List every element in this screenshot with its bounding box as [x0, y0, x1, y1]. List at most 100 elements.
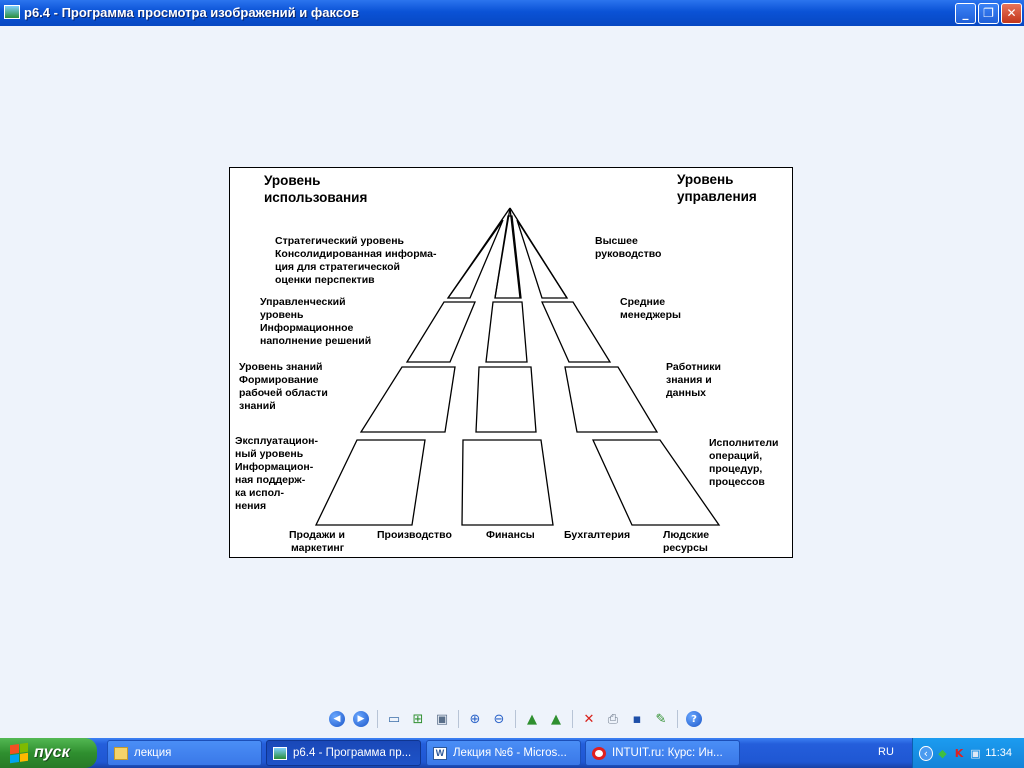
system-tray: ‹ ◆ K ▣ 11:34	[912, 738, 1024, 768]
level-text: Информацион-	[235, 461, 314, 473]
taskbar-item-opera[interactable]: INTUIT.ru: Курс: Ин...	[585, 740, 740, 766]
best-fit-icon[interactable]: ▭	[387, 711, 401, 727]
print-icon[interactable]: ⎙	[607, 711, 619, 727]
clock: 11:34	[985, 747, 1012, 759]
role-text: операций,	[709, 450, 762, 462]
level-label-management: Управленческий уровень Информационное на…	[260, 296, 371, 347]
role-text: данных	[666, 387, 706, 399]
edit-icon[interactable]: ✎	[655, 711, 667, 727]
function-production: Производство	[377, 529, 452, 541]
level-text: Стратегический уровень	[275, 235, 405, 247]
image-viewer-icon	[273, 746, 287, 760]
level-text: Консолидированная информа-	[275, 248, 437, 260]
task-label: Лекция №6 - Micros...	[453, 747, 567, 759]
close-button[interactable]: ✕	[1001, 3, 1022, 24]
level-text: нения	[235, 500, 266, 512]
level-text: ция для стратегической	[275, 261, 400, 273]
folder-icon	[114, 746, 128, 760]
windows-logo-icon	[10, 742, 28, 764]
role-label-operators: Исполнители операций, процедур, процессо…	[709, 437, 778, 488]
start-label: пуск	[34, 744, 70, 761]
maximize-button[interactable]: ❐	[978, 3, 999, 24]
level-label-knowledge: Уровень знаний Формирование рабочей обла…	[239, 361, 328, 412]
network-icon[interactable]: ◆	[938, 746, 947, 760]
role-text: Исполнители	[709, 437, 778, 449]
start-button[interactable]: пуск	[0, 738, 97, 768]
level-text: Управленческий	[260, 296, 346, 308]
level-text: оценки перспектив	[275, 274, 375, 286]
taskbar-item-folder[interactable]: лекция	[107, 740, 262, 766]
level-text: уровень	[260, 309, 304, 321]
role-text: Работники	[666, 361, 721, 373]
pyramid-lines	[314, 207, 721, 526]
image-viewer-icon	[4, 5, 20, 19]
minimize-button[interactable]: _	[955, 3, 976, 24]
next-image-icon[interactable]: ▶	[353, 711, 369, 727]
language-indicator[interactable]: RU	[878, 746, 894, 758]
toolbar-separator	[377, 710, 378, 728]
level-text: наполнение решений	[260, 335, 371, 347]
help-icon[interactable]: ?	[686, 711, 702, 727]
function-accounting: Бухгалтерия	[564, 529, 630, 541]
left-heading: Уровень использования	[264, 173, 367, 205]
opera-icon	[592, 746, 606, 760]
role-text: руководство	[595, 248, 661, 260]
pyramid-diagram: Уровень использования Уровень управления…	[235, 172, 778, 554]
left-heading-line: использования	[264, 190, 367, 205]
role-label-top-management: Высшее руководство	[595, 235, 661, 260]
level-text: Информационное	[260, 322, 354, 334]
taskbar-item-image-viewer[interactable]: р6.4 - Программа пр...	[266, 740, 421, 766]
level-text: Эксплуатацион-	[235, 435, 318, 447]
antivirus-icon[interactable]: K	[954, 746, 964, 760]
word-icon: W	[433, 746, 447, 760]
task-label: INTUIT.ru: Курс: Ин...	[612, 747, 723, 759]
delete-icon[interactable]: ✕	[583, 711, 595, 727]
left-heading-line: Уровень	[264, 173, 320, 188]
function-sales-marketing: Продажи и	[289, 529, 345, 541]
level-text: Формирование	[239, 374, 319, 386]
right-heading-line: управления	[677, 189, 757, 204]
zoom-in-icon[interactable]: ⊕	[469, 711, 481, 727]
level-text: ная поддерж-	[235, 474, 306, 486]
prev-image-icon[interactable]: ◀	[329, 711, 345, 727]
toolbar-separator	[515, 710, 516, 728]
toolbar-separator	[458, 710, 459, 728]
role-text: Средние	[620, 296, 665, 308]
taskbar: пуск лекция р6.4 - Программа пр... W Лек…	[0, 738, 1024, 768]
display-icon[interactable]: ▣	[970, 746, 981, 760]
role-text: процессов	[709, 476, 765, 488]
function-finance: Финансы	[486, 529, 535, 541]
save-icon[interactable]: ▪	[632, 711, 642, 727]
role-label-knowledge-workers: Работники знания и данных	[666, 361, 721, 399]
level-text: ный уровень	[235, 448, 304, 460]
zoom-out-icon[interactable]: ⊖	[493, 711, 505, 727]
viewer-toolbar: ◀ ▶ ▭ ⊞ ▣ ⊕ ⊖ ▲ ▲ ✕ ⎙ ▪ ✎ ?	[325, 706, 706, 732]
role-label-middle-managers: Средние менеджеры	[620, 296, 681, 321]
level-text: Уровень знаний	[239, 361, 322, 373]
right-heading: Уровень управления	[677, 172, 757, 204]
level-text: знаний	[239, 400, 276, 412]
role-text: Высшее	[595, 235, 638, 247]
rotate-clockwise-icon[interactable]: ▲	[527, 711, 537, 727]
toolbar-separator	[572, 710, 573, 728]
function-labels: Продажи и маркетинг Производство Финансы…	[289, 529, 709, 554]
function-sales-marketing: маркетинг	[291, 542, 345, 554]
function-human-resources: Людские	[663, 529, 709, 541]
role-text: процедур,	[709, 463, 762, 475]
window-title-bar[interactable]: р6.4 - Программа просмотра изображений и…	[0, 0, 1024, 26]
level-label-operational: Эксплуатацион- ный уровень Информацион- …	[235, 435, 318, 512]
right-heading-line: Уровень	[677, 172, 733, 187]
window-title: р6.4 - Программа просмотра изображений и…	[24, 5, 359, 20]
function-human-resources: ресурсы	[663, 542, 708, 554]
show-hidden-icons-icon[interactable]: ‹	[919, 745, 933, 761]
rotate-counterclockwise-icon[interactable]: ▲	[551, 711, 561, 727]
level-text: ка испол-	[235, 487, 284, 499]
level-label-strategic: Стратегический уровень Консолидированная…	[275, 235, 437, 286]
level-text: рабочей области	[239, 387, 328, 399]
role-text: менеджеры	[620, 309, 681, 321]
task-label: р6.4 - Программа пр...	[293, 747, 412, 759]
slideshow-icon[interactable]: ▣	[435, 711, 449, 727]
taskbar-item-word[interactable]: W Лекция №6 - Micros...	[426, 740, 581, 766]
actual-size-icon[interactable]: ⊞	[412, 711, 424, 727]
role-text: знания и	[666, 374, 712, 386]
